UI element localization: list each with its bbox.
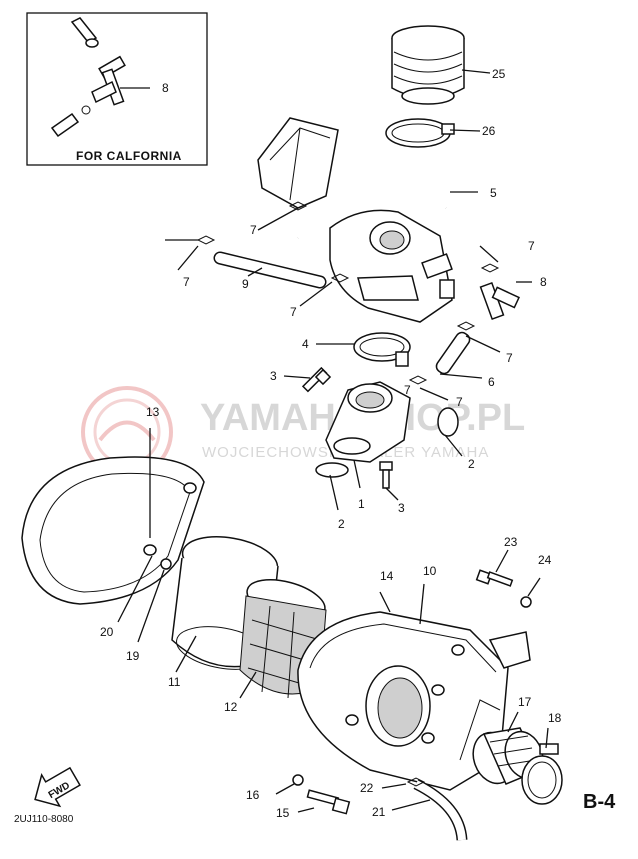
callout-7-d: 7 <box>528 239 535 253</box>
callout-7-b: 7 <box>183 275 190 289</box>
part-26-clamp <box>385 118 455 148</box>
callout-7-c: 7 <box>290 305 297 319</box>
part-1-joint <box>325 381 411 463</box>
california-inset: FOR CALFORNIA <box>26 12 208 166</box>
callout-9: 9 <box>242 277 249 291</box>
part-3-screw-lower <box>379 461 393 489</box>
breather-box <box>257 117 339 209</box>
callout-1: 1 <box>358 497 365 511</box>
part-21-hose <box>413 779 468 841</box>
part-23-bolt <box>475 569 514 587</box>
part-13-cover <box>21 456 205 605</box>
callout-19: 19 <box>126 649 140 663</box>
part-8-t-joint <box>479 282 520 320</box>
part-18-clamp <box>521 743 563 805</box>
callout-7-e: 7 <box>506 351 513 365</box>
callout-26: 26 <box>482 124 496 138</box>
part-16-washer <box>292 774 304 786</box>
callout-14: 14 <box>380 569 394 583</box>
callout-10: 10 <box>423 564 437 578</box>
part-2-o-ring-left <box>315 462 349 478</box>
part-10-filter-case <box>297 611 531 791</box>
callout-7-a: 7 <box>250 223 257 237</box>
callout-3-b: 3 <box>398 501 405 515</box>
callout-16: 16 <box>246 788 260 802</box>
callout-8: 8 <box>540 275 547 289</box>
callout-13: 13 <box>146 405 160 419</box>
callout-5: 5 <box>490 186 497 200</box>
part-22-clip <box>406 777 426 787</box>
callout-23: 23 <box>504 535 518 549</box>
part-4-clamp <box>353 332 411 367</box>
callout-8-inset: 8 <box>162 81 169 95</box>
callout-18: 18 <box>548 711 562 725</box>
callout-2-a: 2 <box>468 457 475 471</box>
callout-4: 4 <box>302 337 309 351</box>
part-3-screw-upper <box>301 366 332 393</box>
callout-22: 22 <box>360 781 374 795</box>
callout-24: 24 <box>538 553 552 567</box>
doc-code: 2UJ110-8080 <box>14 814 74 825</box>
carburetor-joint <box>329 209 455 323</box>
callout-7-g: 7 <box>404 383 411 397</box>
callout-11: 11 <box>168 675 181 689</box>
callout-12: 12 <box>224 700 238 714</box>
callout-20: 20 <box>100 625 114 639</box>
callout-2-b: 2 <box>338 517 345 531</box>
leader-lines <box>117 69 549 813</box>
callout-25: 25 <box>492 67 506 81</box>
callouts: 8 25 26 5 7 7 7 7 8 9 7 4 7 3 6 7 13 2 1… <box>100 67 562 820</box>
clips-7 <box>196 201 500 385</box>
callout-3-a: 3 <box>270 369 277 383</box>
callout-7-f: 7 <box>456 395 463 409</box>
part-6-hose <box>435 331 471 375</box>
callout-15: 15 <box>276 806 290 820</box>
fwd-arrow-icon: FWD <box>34 766 81 808</box>
part-9-hose <box>213 251 327 289</box>
inset-label: FOR CALFORNIA <box>76 149 182 163</box>
callout-6: 6 <box>488 375 495 389</box>
part-15-bolt <box>306 789 351 815</box>
inset-frame <box>26 12 208 166</box>
page-code: B-4 <box>583 791 616 813</box>
callout-21: 21 <box>372 805 386 819</box>
part-19-washer <box>160 558 172 570</box>
part-24-washer <box>520 596 532 608</box>
part-2-o-ring-right <box>437 407 459 437</box>
part-25-intake-boot <box>391 25 465 105</box>
callout-17: 17 <box>518 695 532 709</box>
